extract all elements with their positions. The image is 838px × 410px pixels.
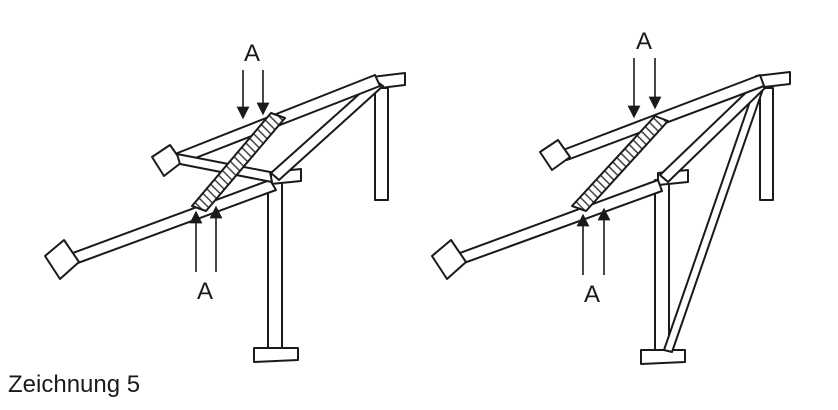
right-rear-post [759, 87, 774, 201]
left-top-arrows [236, 70, 270, 120]
right-hatched-zone [571, 115, 669, 212]
left-front-post [253, 177, 299, 363]
right-panel [431, 71, 791, 365]
left-rear-post [374, 87, 389, 201]
right-bottom-label: A [584, 281, 600, 308]
right-lower-arm [448, 179, 663, 268]
left-panel [44, 72, 406, 363]
right-diagonal-brace [659, 81, 766, 183]
left-bottom-arrows [189, 205, 223, 272]
left-hatched-zone [191, 112, 286, 212]
left-diagonal-brace [270, 79, 384, 181]
right-bottom-arrows [576, 207, 611, 275]
left-lower-pad [44, 239, 80, 280]
figure-caption: Zeichnung 5 [8, 371, 141, 398]
right-top-arrows [627, 58, 662, 119]
right-lower-pad [431, 239, 467, 280]
left-lower-arm [61, 179, 277, 268]
left-bottom-label: A [197, 278, 213, 305]
left-upper-pad [151, 144, 183, 177]
left-top-label: A [244, 40, 260, 67]
right-upper-pad [539, 139, 571, 171]
right-top-label: A [636, 28, 652, 55]
